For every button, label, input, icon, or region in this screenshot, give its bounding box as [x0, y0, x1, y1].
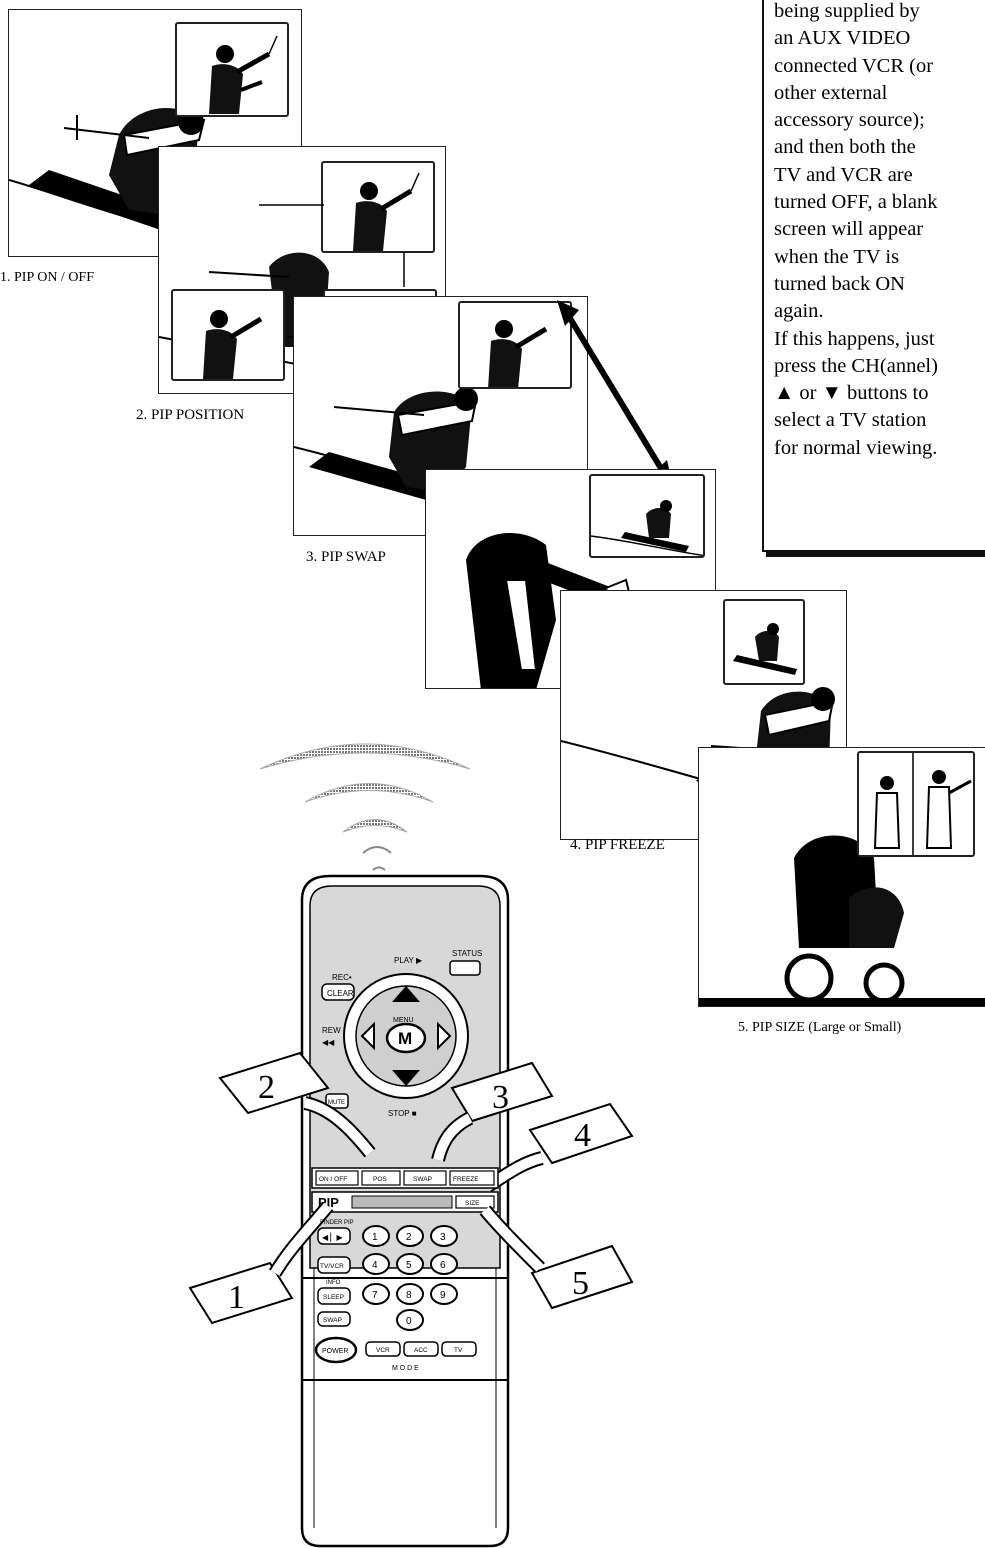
digit-label: 9: [440, 1290, 446, 1301]
digit-label: 6: [440, 1260, 446, 1271]
menu-key-label: M: [398, 1029, 412, 1048]
tv-vcr-label: TV/VCR: [320, 1263, 344, 1270]
size-label: SIZE: [465, 1200, 480, 1207]
note-line: If this happens, just: [774, 328, 935, 350]
clear-label: CLEAR: [327, 989, 354, 998]
pip-window: [723, 599, 805, 685]
freeze-label: FREEZE: [453, 1176, 479, 1183]
step-5-number: 5: [572, 1265, 589, 1302]
pip-window: [589, 474, 705, 558]
step-1-caption: 1. PIP ON / OFF: [0, 270, 94, 286]
status-label: STATUS: [452, 949, 482, 958]
swap-arrow: [555, 300, 685, 490]
mute-label: MUTE: [328, 1100, 345, 1106]
step-4-number: 4: [574, 1117, 591, 1154]
step-3-caption: 3. PIP SWAP: [306, 549, 386, 566]
power-label: POWER: [322, 1348, 348, 1355]
step-3-number: 3: [492, 1079, 509, 1116]
step-2-caption: 2. PIP POSITION: [136, 407, 244, 424]
tv-screen-pip-size: [698, 747, 985, 1007]
digit-key-5[interactable]: 5: [397, 1254, 423, 1274]
note-line: for normal viewing.: [774, 437, 937, 459]
note-line: select a TV station: [774, 409, 926, 431]
note-line: again.: [774, 300, 824, 322]
digit-key-7[interactable]: 7: [363, 1284, 389, 1304]
digit-label: 8: [406, 1290, 412, 1301]
digit-label: 5: [406, 1260, 412, 1271]
digit-key-0[interactable]: 0: [397, 1310, 423, 1330]
presenters-illustration: [859, 753, 975, 857]
note-line: press the CH(annel): [774, 355, 938, 377]
step-1-number: 1: [228, 1279, 245, 1316]
note-line: turned back ON: [774, 273, 905, 295]
digit-key-9[interactable]: 9: [431, 1284, 457, 1304]
mode-label: M O D E: [392, 1365, 419, 1372]
note-line: connected VCR (or: [774, 55, 933, 77]
skier-small-illustration: [725, 601, 805, 685]
skier-small-illustration: [591, 476, 705, 558]
note-line: when the TV is: [774, 246, 899, 268]
finder-keys-label: ◀ ▏▶: [322, 1232, 344, 1242]
digit-key-8[interactable]: 8: [397, 1284, 423, 1304]
digit-label: 2: [406, 1232, 412, 1243]
rec-label: REC•: [332, 973, 352, 982]
sleep-label: SLEEP: [323, 1294, 344, 1301]
digit-label: 4: [372, 1260, 378, 1271]
note-box: being supplied by an AUX VIDEO connected…: [762, 0, 985, 552]
finder-pip-label: FINDER PIP: [320, 1220, 354, 1226]
note-line: an AUX VIDEO: [774, 27, 910, 49]
step-4-caption: 4. PIP FREEZE: [570, 837, 665, 854]
note-line: TV and VCR are: [774, 164, 913, 186]
digit-key-4[interactable]: 4: [363, 1254, 389, 1274]
digit-key-1[interactable]: 1: [363, 1226, 389, 1246]
note-line: and then both the: [774, 136, 916, 158]
note-line: other external: [774, 82, 887, 104]
step-2-number: 2: [258, 1069, 275, 1106]
digit-label: 1: [372, 1232, 378, 1243]
menu-small-label: MENU: [393, 1017, 414, 1024]
note-text: being supplied by an AUX VIDEO connected…: [764, 0, 985, 462]
vcr-label: VCR: [376, 1347, 390, 1354]
step-5-caption: 5. PIP SIZE (Large or Small): [738, 1020, 901, 1036]
remote-control: REC• CLEAR PLAY ▶ STATUS REW ◀◀ MENU M M…: [180, 868, 620, 1548]
status-button[interactable]: [450, 961, 480, 975]
note-line: being supplied by: [774, 0, 920, 22]
step-4-card: 4: [488, 1104, 632, 1186]
pip-window: [175, 22, 289, 117]
pip-window-large: [857, 751, 975, 857]
note-line: ▲ or ▼ buttons to: [774, 382, 928, 404]
digit-key-3[interactable]: 3: [431, 1226, 457, 1246]
stop-label: STOP ■: [388, 1109, 417, 1118]
rew-symbol: ◀◀: [322, 1038, 335, 1047]
swap-lower-label: SWAP: [323, 1317, 342, 1324]
rew-label: REW: [322, 1026, 341, 1035]
presenter-illustration: [177, 24, 289, 117]
play-label: PLAY ▶: [394, 956, 423, 965]
acc-label: ACC: [414, 1347, 428, 1354]
info-label: INFO: [326, 1280, 341, 1286]
pos-label: POS: [373, 1176, 387, 1183]
swap-label: SWAP: [413, 1176, 432, 1183]
digit-key-6[interactable]: 6: [431, 1254, 457, 1274]
on-off-label: ON / OFF: [319, 1176, 347, 1183]
tv-label: TV: [454, 1347, 463, 1354]
digit-label: 7: [372, 1290, 378, 1301]
digit-key-2[interactable]: 2: [397, 1226, 423, 1246]
digit-label: 3: [440, 1232, 446, 1243]
note-line: screen will appear: [774, 218, 923, 240]
signal-waves-icon: [255, 727, 475, 877]
note-line: accessory source);: [774, 109, 925, 131]
digit-label: 0: [406, 1316, 412, 1327]
note-line: turned OFF, a blank: [774, 191, 937, 213]
